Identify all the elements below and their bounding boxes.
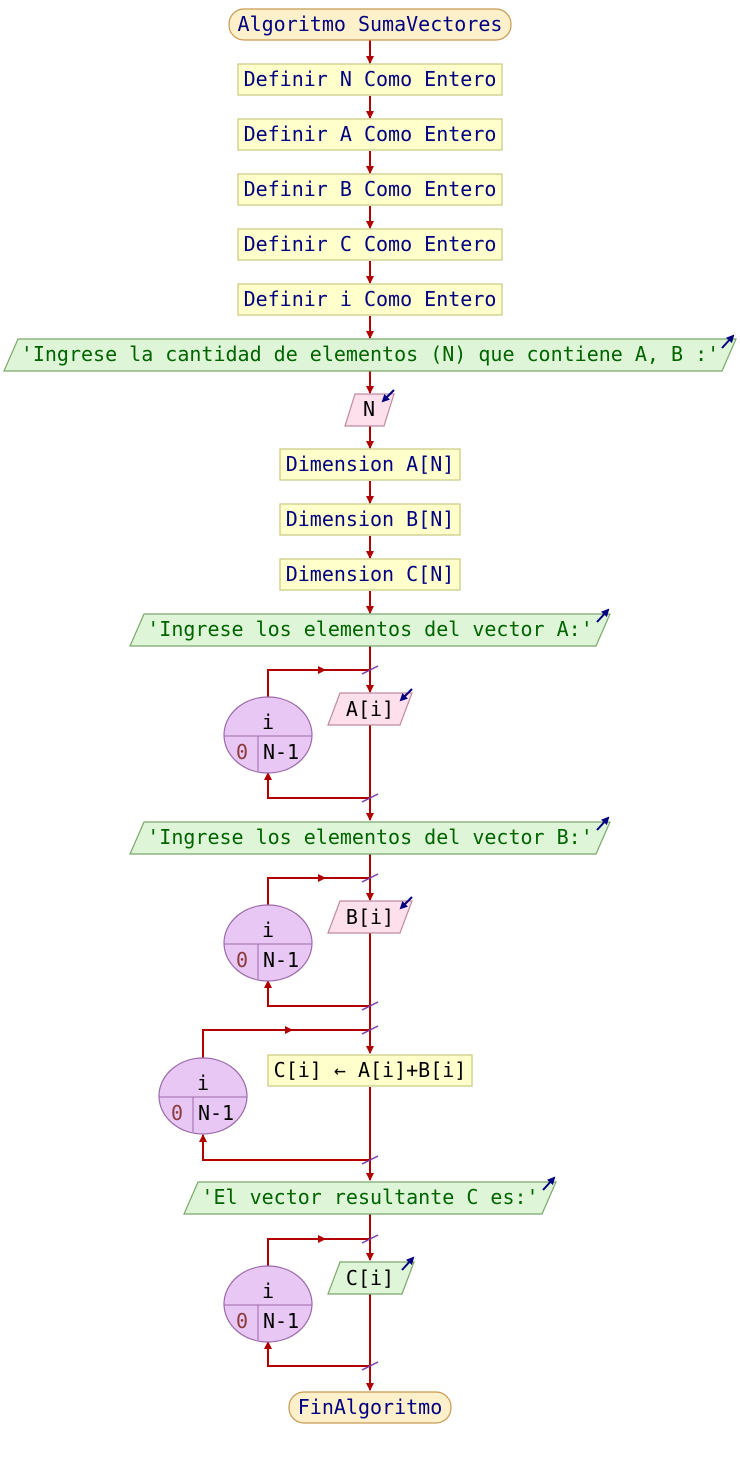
dimension-label: Dimension C[N] <box>286 562 455 586</box>
loop-end: N-1 <box>263 1309 299 1333</box>
output-text: C[i] <box>346 1266 394 1290</box>
for-loop-b: i 0 N-1 <box>223 904 313 982</box>
end-label: FinAlgoritmo <box>298 1395 443 1419</box>
loop-var: i <box>262 1279 274 1303</box>
input-text: A[i] <box>346 697 394 721</box>
input-read-n: N <box>344 389 395 427</box>
for-loop-write: i 0 N-1 <box>223 1265 313 1343</box>
output-text: 'Ingrese la cantidad de elementos (N) qu… <box>21 342 719 366</box>
loop-end: N-1 <box>263 948 299 972</box>
output-arrow-icon <box>401 1256 415 1271</box>
output-prompt-n: 'Ingrese la cantidad de elementos (N) qu… <box>3 334 737 372</box>
loop-connectors <box>199 666 370 1367</box>
for-loop-sum: i 0 N-1 <box>158 1057 248 1135</box>
output-text: 'El vector resultante C es:' <box>201 1185 538 1209</box>
input-read-a: A[i] <box>327 688 413 726</box>
assignment-label: C[i] ← A[i]+B[i] <box>274 1058 467 1082</box>
loop-var: i <box>262 918 274 942</box>
dimension-block-2: Dimension B[N] <box>279 503 461 536</box>
output-arrow-icon <box>596 608 610 623</box>
output-arrow-icon <box>721 334 735 349</box>
loop-var: i <box>197 1071 209 1095</box>
definition-label: Definir N Como Entero <box>244 67 497 91</box>
output-text: 'Ingrese los elementos del vector B:' <box>147 825 593 849</box>
input-text: B[i] <box>346 905 394 929</box>
definition-block-2: Definir A Como Entero <box>237 118 503 151</box>
definition-label: Definir B Como Entero <box>244 177 497 201</box>
definition-block-3: Definir B Como Entero <box>237 173 503 206</box>
definition-block-5: Definir i Como Entero <box>237 283 503 316</box>
output-prompt-a: 'Ingrese los elementos del vector A:' <box>129 608 611 647</box>
end-terminal: FinAlgoritmo <box>288 1391 452 1424</box>
dimension-label: Dimension A[N] <box>286 452 455 476</box>
loop-start: 0 <box>236 740 248 764</box>
dimension-block-1: Dimension A[N] <box>279 448 461 481</box>
loop-start: 0 <box>236 1309 248 1333</box>
loop-start: 0 <box>171 1101 183 1125</box>
input-arrow-icon <box>399 896 413 910</box>
input-text: N <box>363 397 375 421</box>
start-terminal: Algoritmo SumaVectores <box>228 8 512 41</box>
definition-label: Definir i Como Entero <box>244 287 497 311</box>
output-prompt-b: 'Ingrese los elementos del vector B:' <box>129 816 611 855</box>
dimension-block-3: Dimension C[N] <box>279 558 461 591</box>
input-arrow-icon <box>399 688 413 702</box>
loop-junction-marks <box>361 665 379 1371</box>
output-arrow-icon <box>596 816 610 831</box>
definition-block-1: Definir N Como Entero <box>237 63 503 96</box>
definition-label: Definir C Como Entero <box>244 232 497 256</box>
loop-start: 0 <box>236 948 248 972</box>
definition-label: Definir A Como Entero <box>244 122 497 146</box>
start-label: Algoritmo SumaVectores <box>238 12 503 36</box>
loop-var: i <box>262 710 274 734</box>
output-arrow-icon <box>542 1176 556 1191</box>
input-arrow-icon <box>381 389 395 403</box>
assignment-block: C[i] ← A[i]+B[i] <box>267 1054 473 1087</box>
output-text: 'Ingrese los elementos del vector A:' <box>147 617 593 641</box>
loop-end: N-1 <box>263 740 299 764</box>
output-prompt-result: 'El vector resultante C es:' <box>183 1176 557 1215</box>
definition-block-4: Definir C Como Entero <box>237 228 503 261</box>
dimension-label: Dimension B[N] <box>286 507 455 531</box>
loop-end: N-1 <box>198 1101 234 1125</box>
for-loop-a: i 0 N-1 <box>223 696 313 774</box>
output-write-c: C[i] <box>327 1256 415 1295</box>
input-read-b: B[i] <box>327 896 413 934</box>
